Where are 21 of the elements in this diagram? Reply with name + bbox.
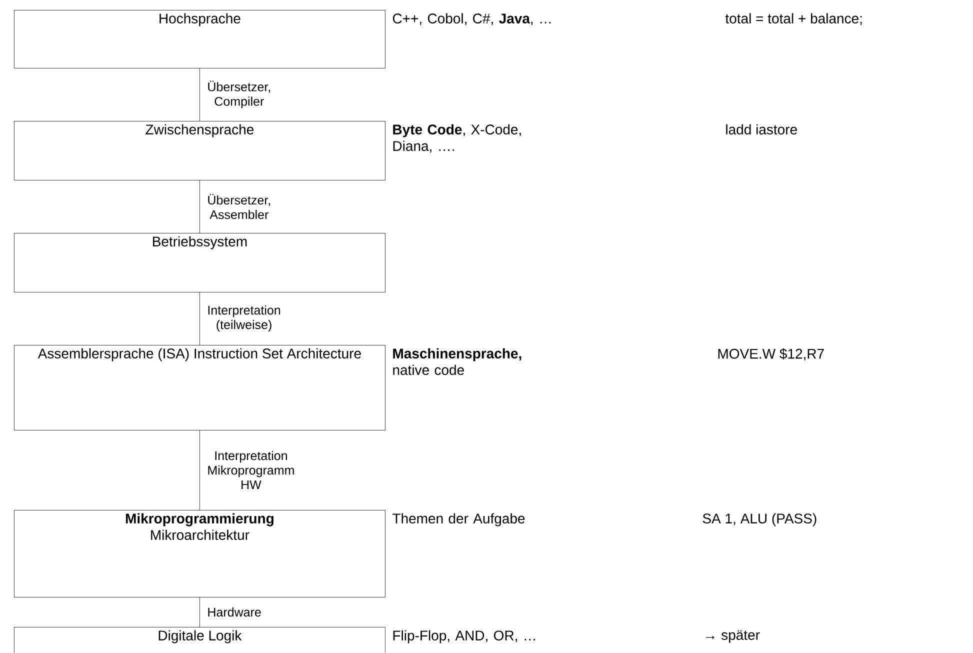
- code-text: SA 1, ALU (PASS): [702, 513, 816, 526]
- layer-box: Mikroprogrammierung Mikroarchitektur: [14, 510, 386, 598]
- layer-box: Hochsprache: [14, 10, 386, 68]
- edge-label: Übersetzer, Assembler: [208, 194, 270, 220]
- description-text: Byte Code, X-Code, Diana, ….: [393, 124, 521, 153]
- code-text: MOVE.W $12,R7: [718, 348, 824, 360]
- description-text: C++, Cobol, C#, Java, …: [392, 13, 551, 26]
- description-text: Maschinensprache, native code: [393, 348, 522, 375]
- edge-label: Interpretation Mikroprogramm HW: [208, 450, 294, 490]
- description-text: Themen der Aufgabe: [392, 513, 525, 526]
- code-text: → später: [706, 630, 760, 643]
- edge-label: Hardware: [208, 607, 261, 617]
- layer-box: Zwischensprache: [14, 121, 386, 180]
- edge-label: Interpretation (teilweise): [208, 305, 280, 332]
- edge-label: Übersetzer, Compiler: [208, 80, 270, 108]
- layer-box: Digitale Logik: [14, 627, 386, 653]
- layer-box: Betriebssystem: [14, 233, 386, 292]
- code-text: ladd iastore: [726, 124, 797, 134]
- description-text: Flip-Flop, AND, OR, …: [393, 630, 535, 644]
- code-text: total = total + balance;: [725, 13, 862, 26]
- layer-box: Assemblersprache (ISA) Instruction Set Architecture: [14, 345, 386, 430]
